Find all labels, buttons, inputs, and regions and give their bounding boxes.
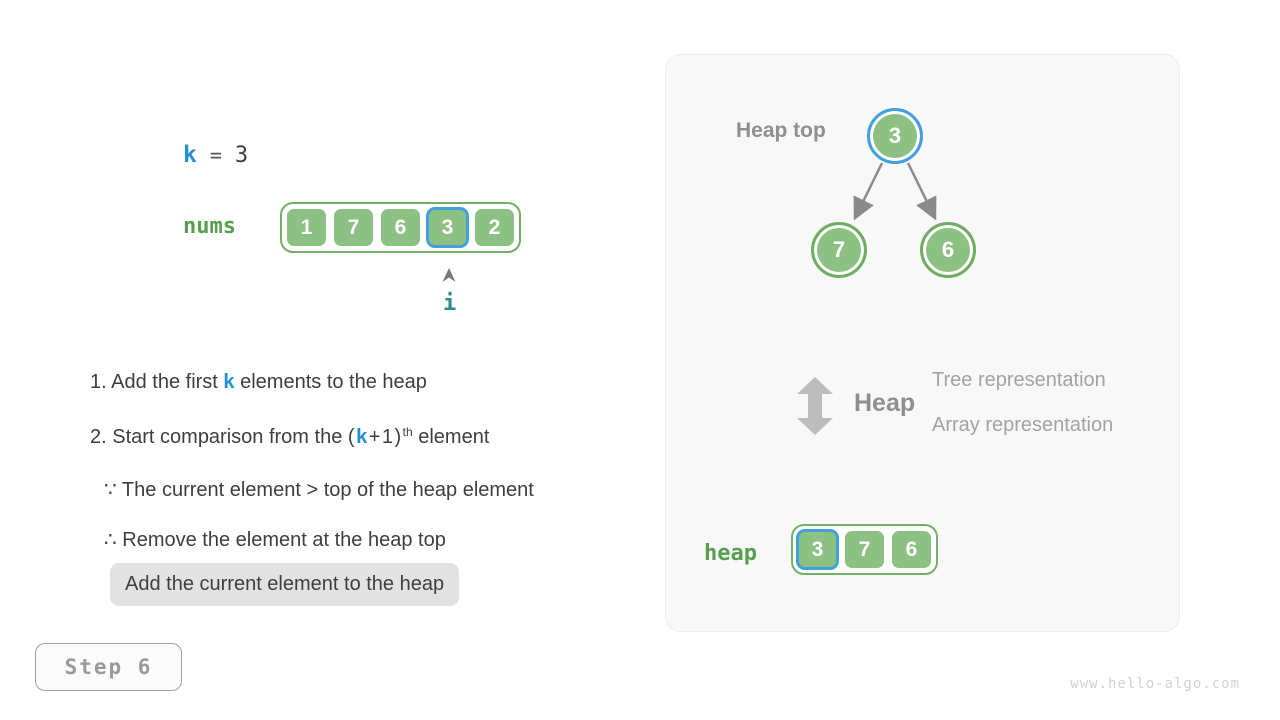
nums-cell-0: 1 — [285, 207, 328, 248]
highlighted-action-box: Add the current element to the heap — [110, 563, 460, 606]
heap-array-label: heap — [704, 541, 757, 566]
heap-visualization-panel: Heap top 3 7 6 Heap Tree representation … — [665, 54, 1180, 632]
k-variable-line: k = 3 — [183, 142, 248, 168]
website-watermark: www.hello-algo.com — [1070, 676, 1240, 692]
instruction-line-2: 2. Start comparison from the (k+1)th ele… — [90, 425, 489, 449]
instruction-2-text-2: element — [412, 426, 490, 448]
step-indicator: Step 6 — [35, 643, 182, 691]
nums-cell-3-highlighted: 3 — [426, 207, 469, 248]
nums-cell-1: 7 — [332, 207, 375, 248]
heap-cell-2: 6 — [890, 529, 933, 570]
equals-sign: = — [209, 143, 222, 167]
k-value: 3 — [234, 143, 249, 168]
instruction-1-text-2: elements to the heap — [234, 371, 427, 393]
instruction-1-text: 1. Add the first — [90, 371, 224, 393]
tree-node-root-highlighted: 3 — [867, 108, 923, 164]
heap-top-label: Heap top — [736, 119, 826, 142]
heap-cell-0-highlighted: 3 — [796, 529, 839, 570]
nums-cell-4: 2 — [473, 207, 516, 248]
instruction-line-1: 1. Add the first k elements to the heap — [90, 371, 427, 394]
legend-heap-title: Heap — [854, 389, 916, 417]
legend-array-representation: Array representation — [932, 414, 1114, 436]
tree-node-right-child: 6 — [920, 222, 976, 278]
because-line: ∵ The current element > top of the heap … — [104, 479, 534, 501]
instruction-2-superscript: th — [402, 425, 413, 439]
nums-cell-2: 6 — [379, 207, 422, 248]
k-variable: k — [183, 142, 197, 168]
instruction-2-k: k — [356, 426, 369, 448]
instruction-2-paren-open: ( — [347, 426, 357, 448]
tree-node-left-child: 7 — [811, 222, 867, 278]
heap-cell-1: 7 — [843, 529, 886, 570]
pointer-caret-icon — [442, 268, 456, 288]
instruction-1-k: k — [223, 371, 235, 393]
instruction-2-text: 2. Start comparison from the — [90, 426, 348, 448]
nums-array-label: nums — [183, 214, 236, 239]
legend-tree-representation: Tree representation — [932, 369, 1106, 391]
double-arrow-icon — [797, 377, 833, 440]
nums-array: 1 7 6 3 2 — [280, 202, 521, 253]
therefore-line: ∴ Remove the element at the heap top — [104, 529, 446, 551]
heap-array: 3 7 6 — [791, 524, 938, 575]
instruction-2-plus-one: +1) — [368, 426, 403, 448]
index-pointer-label: i — [443, 291, 457, 316]
